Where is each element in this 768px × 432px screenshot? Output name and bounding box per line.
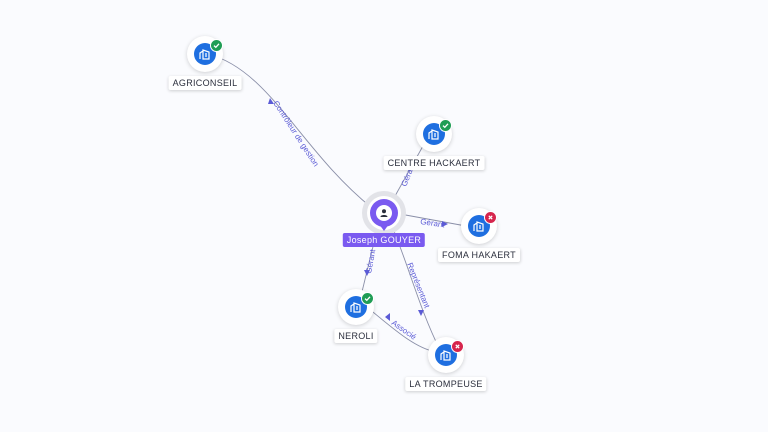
- edge-arrow: [364, 270, 370, 276]
- edge-label-gerant-neroli: Gérant: [364, 248, 377, 274]
- person-icon: [380, 209, 388, 217]
- edge-arrow: [268, 98, 274, 104]
- active-check-icon: [210, 39, 223, 52]
- company-name[interactable]: LA TROMPEUSE: [405, 377, 487, 391]
- person-pin: [379, 224, 389, 231]
- edge-label-representant: Représentant: [405, 261, 432, 310]
- edge-gerant-centre: [389, 136, 429, 206]
- edge-label-controleur-de-gestion: Contrôleur de gestion: [271, 99, 320, 168]
- person-name[interactable]: Joseph GOUYER: [342, 233, 426, 247]
- company-name[interactable]: AGRICONSEIL: [168, 76, 242, 90]
- edge-arrow: [442, 221, 448, 227]
- edge-arrow: [385, 313, 390, 321]
- person-avatar: [370, 199, 398, 227]
- active-check-icon: [439, 119, 452, 132]
- edge-label-gerant-foma: Gérant: [420, 217, 446, 229]
- company-name[interactable]: FOMA HAKAERT: [438, 248, 520, 262]
- closed-x-icon: [484, 211, 497, 224]
- company-name[interactable]: NEROLI: [334, 329, 378, 343]
- edge-controleur-de-gestion: [207, 53, 373, 209]
- edge-arrow: [418, 310, 424, 316]
- edge-label-associe: Associé: [390, 318, 419, 342]
- active-check-icon: [361, 292, 374, 305]
- closed-x-icon: [451, 340, 464, 353]
- company-name[interactable]: CENTRE HACKAERT: [383, 156, 485, 170]
- edge-gerant-foma: [399, 213, 467, 227]
